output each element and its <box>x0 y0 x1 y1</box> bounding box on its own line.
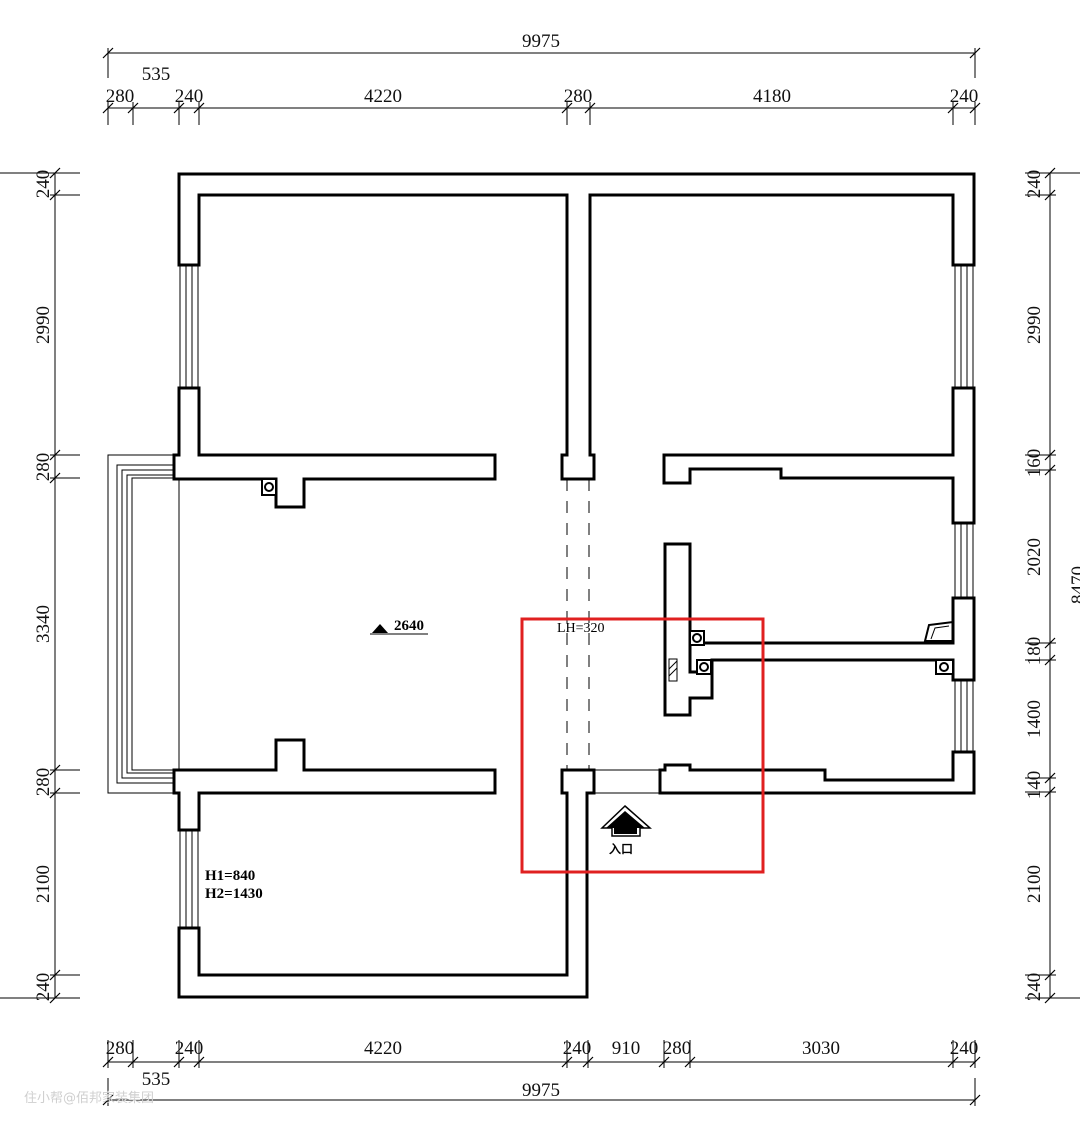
center-partition <box>663 542 714 717</box>
doorway-lines <box>566 479 660 794</box>
top-seg-1: 280 <box>106 86 135 107</box>
bottom-seg-5: 910 <box>612 1038 641 1059</box>
pipes <box>261 478 954 682</box>
windows <box>179 265 974 928</box>
top-seg-4: 280 <box>564 86 593 107</box>
bottom-seg-6: 280 <box>663 1038 692 1059</box>
window-right-middle <box>954 523 974 598</box>
right-total-dimension: 8470 <box>1068 566 1080 604</box>
window-left-lower <box>179 830 199 928</box>
left-seg-4: 3340 <box>33 605 54 643</box>
window-height-h1: H1=840 <box>205 868 255 884</box>
top-seg-6: 240 <box>950 86 979 107</box>
top-offset-dimension: 535 <box>142 64 171 85</box>
top-seg-5: 4180 <box>753 86 791 107</box>
bottom-seg-4: 240 <box>563 1038 592 1059</box>
window-height-h2: H2=1430 <box>205 886 263 902</box>
bottom-total-dimension: 9975 <box>522 1080 560 1101</box>
right-seg-9: 240 <box>1024 973 1045 1002</box>
bottom-dimensions: 280 240 4220 240 910 280 3030 240 535 99… <box>102 1038 981 1106</box>
left-seg-2: 2990 <box>33 306 54 344</box>
entrance-label: 入口 <box>609 842 633 856</box>
elevation-marker: 2640 <box>370 618 428 635</box>
left-seg-5: 280 <box>33 768 54 797</box>
top-total-dimension: 9975 <box>522 31 560 52</box>
balcony <box>107 454 180 794</box>
watermark: 住小帮@佰邦家装集团 <box>24 1090 154 1106</box>
left-lower-wall <box>172 738 497 832</box>
top-dimensions: 9975 535 280 240 4220 280 4180 240 <box>102 31 981 125</box>
elevation-triangle-icon <box>372 624 388 633</box>
left-seg-7: 240 <box>33 973 54 1002</box>
left-dimensions: 240 2990 280 3340 280 2100 240 <box>0 167 80 1004</box>
lintel-note: LH=320 <box>557 621 605 636</box>
bottom-left-wall <box>177 768 596 999</box>
right-seg-1: 240 <box>1024 170 1045 199</box>
bottom-seg-7: 3030 <box>802 1038 840 1059</box>
right-bottom-wall <box>658 750 976 795</box>
bottom-seg-1: 280 <box>106 1038 135 1059</box>
entrance-arrow-icon <box>600 804 652 837</box>
top-wall <box>177 172 976 481</box>
left-seg-6: 2100 <box>33 865 54 903</box>
top-seg-3: 4220 <box>364 86 402 107</box>
right-seg-8: 2100 <box>1024 865 1045 903</box>
bottom-seg-2: 240 <box>175 1038 204 1059</box>
right-seg-6: 1400 <box>1024 700 1045 738</box>
right-seg-7: 140 <box>1024 771 1045 800</box>
right-seg-3: 160 <box>1024 449 1045 478</box>
bottom-seg-8: 240 <box>950 1038 979 1059</box>
left-seg-1: 240 <box>33 170 54 199</box>
window-right-upper <box>954 265 974 388</box>
window-left-upper <box>179 265 199 388</box>
bottom-offset-dimension: 535 <box>142 1069 171 1090</box>
right-seg-4: 2020 <box>1024 538 1045 576</box>
walls <box>172 172 976 999</box>
right-dimensions: 240 2990 160 2020 180 1400 140 2100 240 … <box>1024 167 1080 1004</box>
top-seg-2: 240 <box>175 86 204 107</box>
highlight-box <box>520 617 765 874</box>
left-upper-wall <box>172 386 497 509</box>
right-upper-wall <box>662 386 976 525</box>
elevation-label: 2640 <box>394 618 424 634</box>
right-seg-2: 2990 <box>1024 306 1045 344</box>
bottom-seg-3: 4220 <box>364 1038 402 1059</box>
window-right-lower <box>954 680 974 752</box>
right-seg-5: 180 <box>1024 637 1045 666</box>
left-seg-3: 280 <box>33 453 54 482</box>
